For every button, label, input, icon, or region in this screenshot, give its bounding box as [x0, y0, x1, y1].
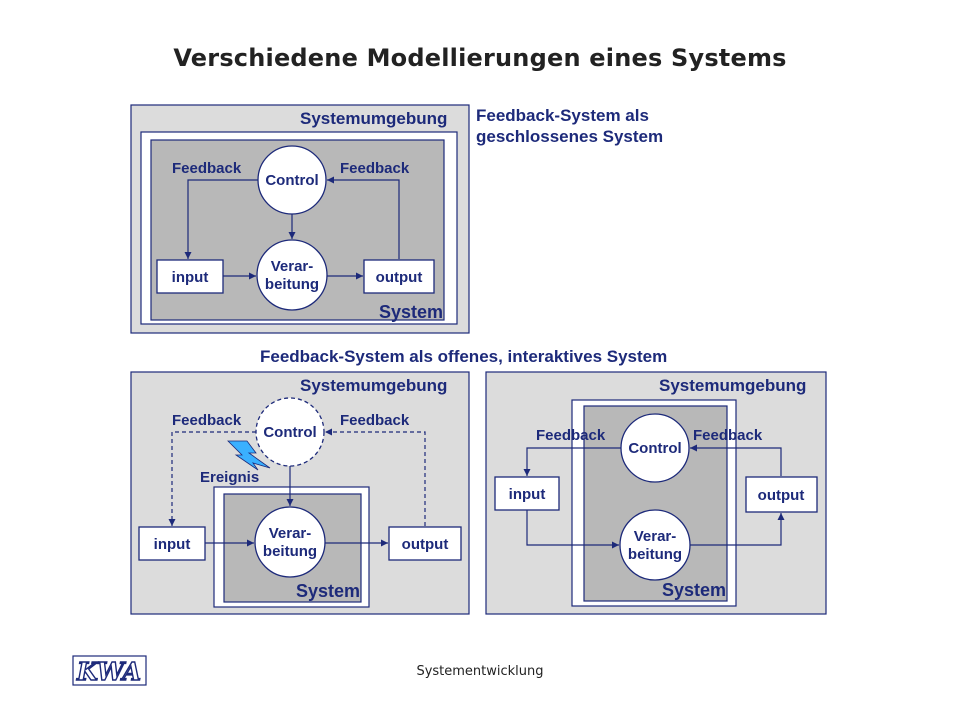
internal-output-label: output — [758, 487, 805, 504]
closed-output-label: output — [376, 269, 423, 286]
open-system-internal-control-diagram: Systemumgebung System Control Verar- bei… — [485, 371, 827, 615]
closed-control-label: Control — [265, 172, 318, 189]
open-process-node — [254, 506, 326, 578]
internal-output-box — [745, 476, 818, 513]
internal-input-box — [494, 476, 560, 511]
closed-caption-line-1: Feedback-System als — [476, 106, 649, 125]
closed-feedback-right-label: Feedback — [340, 160, 410, 177]
lightning-bolt-icon — [227, 440, 271, 471]
closed-process-label-2: beitung — [265, 276, 319, 293]
open-feedback-right-arrow — [325, 428, 426, 526]
internal-input-to-process-arrow — [526, 510, 619, 549]
open-input-label: input — [154, 536, 191, 553]
internal-environment-label: Systemumgebung — [659, 376, 806, 395]
internal-feedback-right-arrow — [690, 444, 782, 476]
kwa-logo: KWA — [72, 655, 147, 687]
closed-caption-line-2: geschlossenes System — [476, 127, 663, 146]
open-feedback-left-arrow — [168, 431, 256, 526]
slide-title: Verschiedene Modellierungen eines System… — [173, 44, 787, 72]
closed-feedback-left-label: Feedback — [172, 160, 242, 177]
closed-input-label: input — [172, 269, 209, 286]
internal-process-node — [619, 509, 691, 581]
open-feedback-right-label: Feedback — [340, 412, 410, 429]
kwa-logo-text: KWA — [76, 657, 141, 686]
open-input-box — [138, 526, 206, 561]
internal-input-label: input — [509, 486, 546, 503]
open-output-label: output — [402, 536, 449, 553]
open-control-label: Control — [263, 424, 316, 441]
internal-process-to-output-arrow — [690, 513, 785, 546]
internal-control-label: Control — [628, 440, 681, 457]
closed-process-label-1: Verar- — [271, 258, 314, 275]
internal-feedback-right-label: Feedback — [693, 427, 763, 444]
internal-feedback-left-label: Feedback — [536, 427, 606, 444]
closed-input-box — [156, 259, 224, 294]
closed-environment-label: Systemumgebung — [300, 109, 447, 128]
closed-system-diagram: Systemumgebung System Control Verar- bei… — [130, 104, 470, 334]
internal-process-label-2: beitung — [628, 546, 682, 563]
open-system-event-diagram: Systemumgebung System Control Verar- bei… — [130, 371, 470, 615]
internal-system-label: System — [662, 580, 726, 600]
internal-process-label-1: Verar- — [634, 528, 677, 545]
closed-feedback-right-arrow — [327, 176, 400, 259]
footer-text: Systementwicklung — [416, 664, 544, 679]
internal-feedback-left-arrow — [523, 447, 621, 476]
closed-output-box — [363, 259, 435, 294]
closed-system-label: System — [379, 302, 443, 322]
open-process-label-1: Verar- — [269, 525, 312, 542]
open-caption: Feedback-System als offenes, interaktive… — [260, 347, 667, 366]
closed-feedback-left-arrow — [184, 179, 258, 259]
open-feedback-left-label: Feedback — [172, 412, 242, 429]
open-output-box — [388, 526, 462, 561]
open-process-label-2: beitung — [263, 543, 317, 560]
open-environment-label: Systemumgebung — [300, 376, 447, 395]
closed-process-node — [256, 239, 328, 311]
open-event-label: Ereignis — [200, 469, 259, 486]
open-system-label: System — [296, 581, 360, 601]
